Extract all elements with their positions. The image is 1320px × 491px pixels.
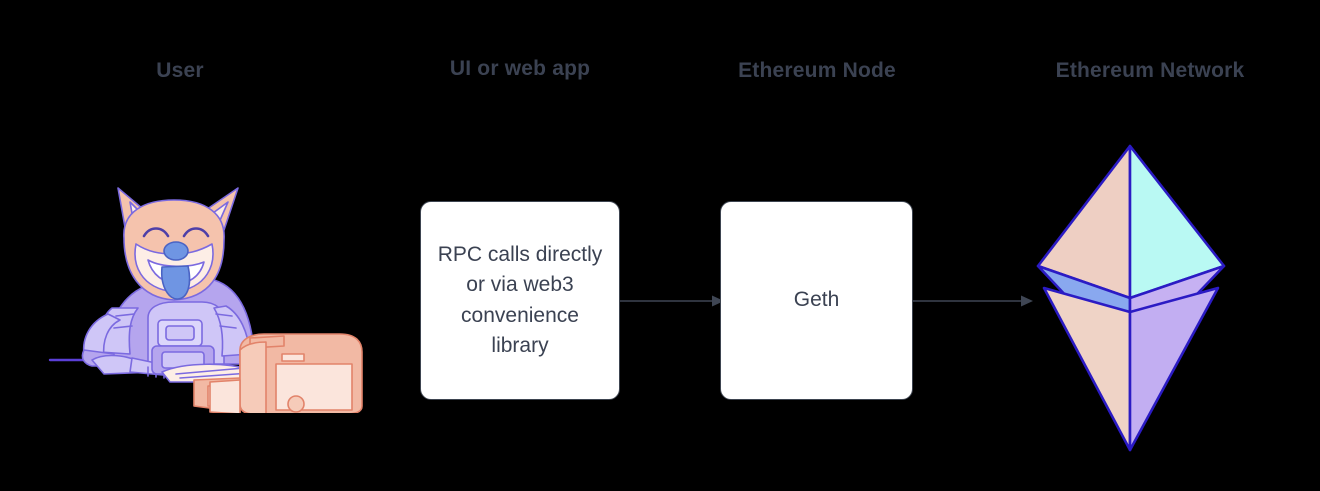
suit-buckle-inner	[165, 325, 195, 341]
user-illustration-svg	[48, 187, 363, 415]
ethereum-diamond-logo-svg	[1036, 144, 1226, 452]
dog-right-eye	[182, 227, 210, 238]
shiba-inu-at-computer-illustration	[44, 168, 374, 415]
column-heading-ui: UI or web app	[449, 57, 591, 80]
dog-tongue	[160, 265, 191, 300]
node-box-webapp[interactable]: RPC calls directly or via web3 convenien…	[420, 201, 620, 400]
node-box-geth[interactable]: Geth	[720, 201, 913, 400]
column-heading-user: User	[156, 59, 204, 82]
arrow-geth-to-network-svg	[913, 295, 1033, 307]
arrow-webapp-to-geth-svg	[620, 295, 724, 307]
arrow-geth-to-network	[913, 294, 1033, 308]
dog-left-eye	[142, 227, 170, 238]
computer-vent	[281, 353, 305, 362]
computer-dial	[287, 395, 305, 413]
dog-nose	[163, 241, 189, 261]
node-box-geth-label: Geth	[793, 288, 840, 312]
eth-facet-bottom-left	[1042, 286, 1132, 452]
column-heading-network: Ethereum Network	[1055, 59, 1245, 82]
ethereum-diamond-logo	[1034, 142, 1230, 454]
eth-facet-bottom-right	[1128, 286, 1220, 452]
node-box-webapp-label: RPC calls directly or via web3 convenien…	[437, 242, 603, 357]
arrow-webapp-to-geth	[620, 294, 724, 308]
computer-side-bevel	[239, 341, 267, 415]
column-heading-node: Ethereum Node	[738, 59, 896, 82]
computer-lower-left-panel	[209, 379, 241, 415]
